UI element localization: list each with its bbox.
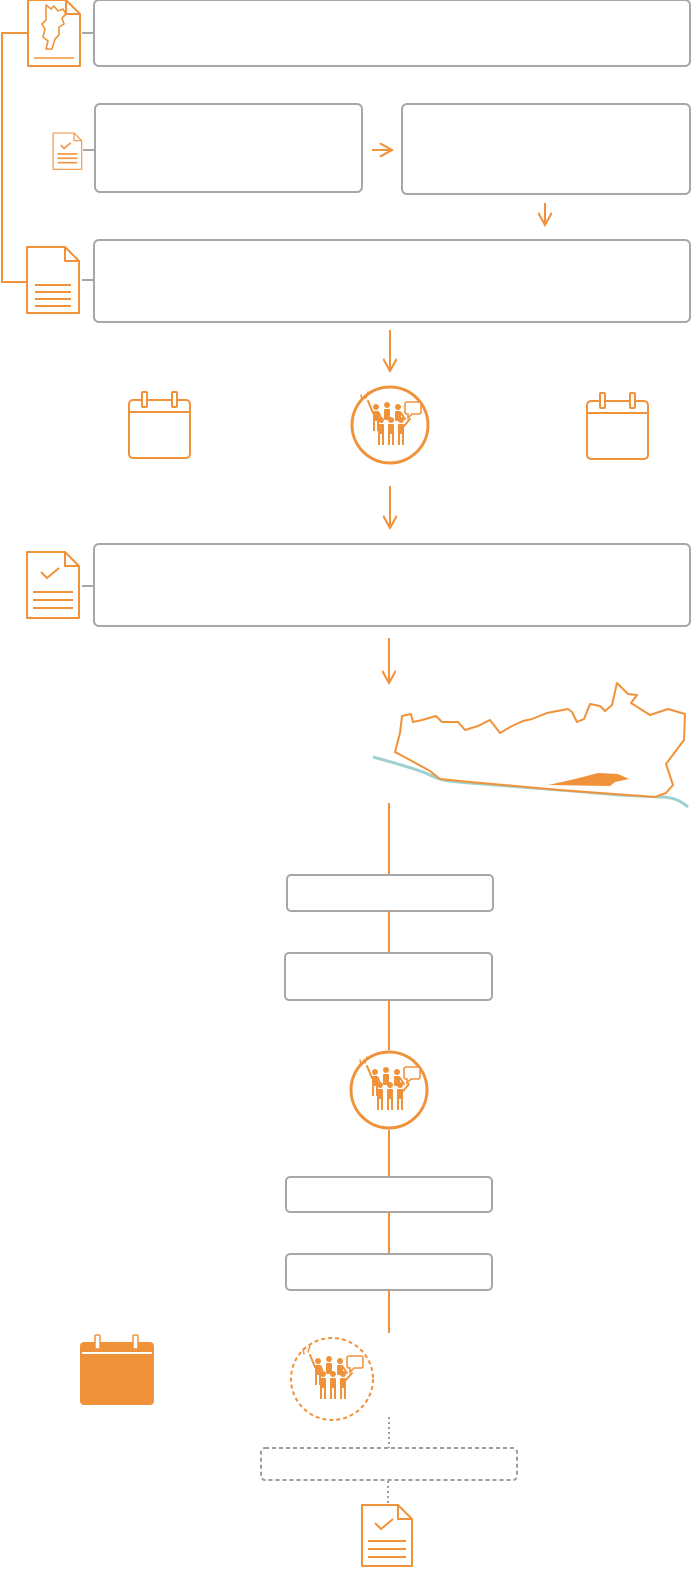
people-meeting-icon	[349, 1050, 429, 1130]
process-box-9-dashed	[260, 1447, 518, 1481]
region-map-icon	[372, 682, 689, 809]
process-box-1	[93, 0, 691, 67]
process-box-3	[93, 239, 691, 323]
process-box-2a	[94, 103, 363, 193]
process-box-5	[286, 874, 494, 912]
calendar-icon	[128, 391, 191, 459]
calendar-filled-icon	[80, 1334, 154, 1405]
document-icon	[26, 246, 80, 314]
people-meeting-dashed-icon	[290, 1337, 374, 1421]
process-box-7	[285, 1176, 493, 1213]
checklist-document-icon	[361, 1504, 413, 1567]
left-bracket-connector	[1, 32, 27, 283]
checklist-document-icon	[26, 551, 80, 619]
process-box-4	[93, 543, 691, 627]
process-box-6	[284, 952, 493, 1001]
people-meeting-icon	[350, 385, 430, 465]
checklist-icon	[52, 132, 83, 170]
process-box-8	[285, 1253, 493, 1291]
map-document-icon	[27, 0, 81, 67]
process-box-2b	[401, 103, 691, 195]
calendar-icon	[586, 392, 649, 460]
